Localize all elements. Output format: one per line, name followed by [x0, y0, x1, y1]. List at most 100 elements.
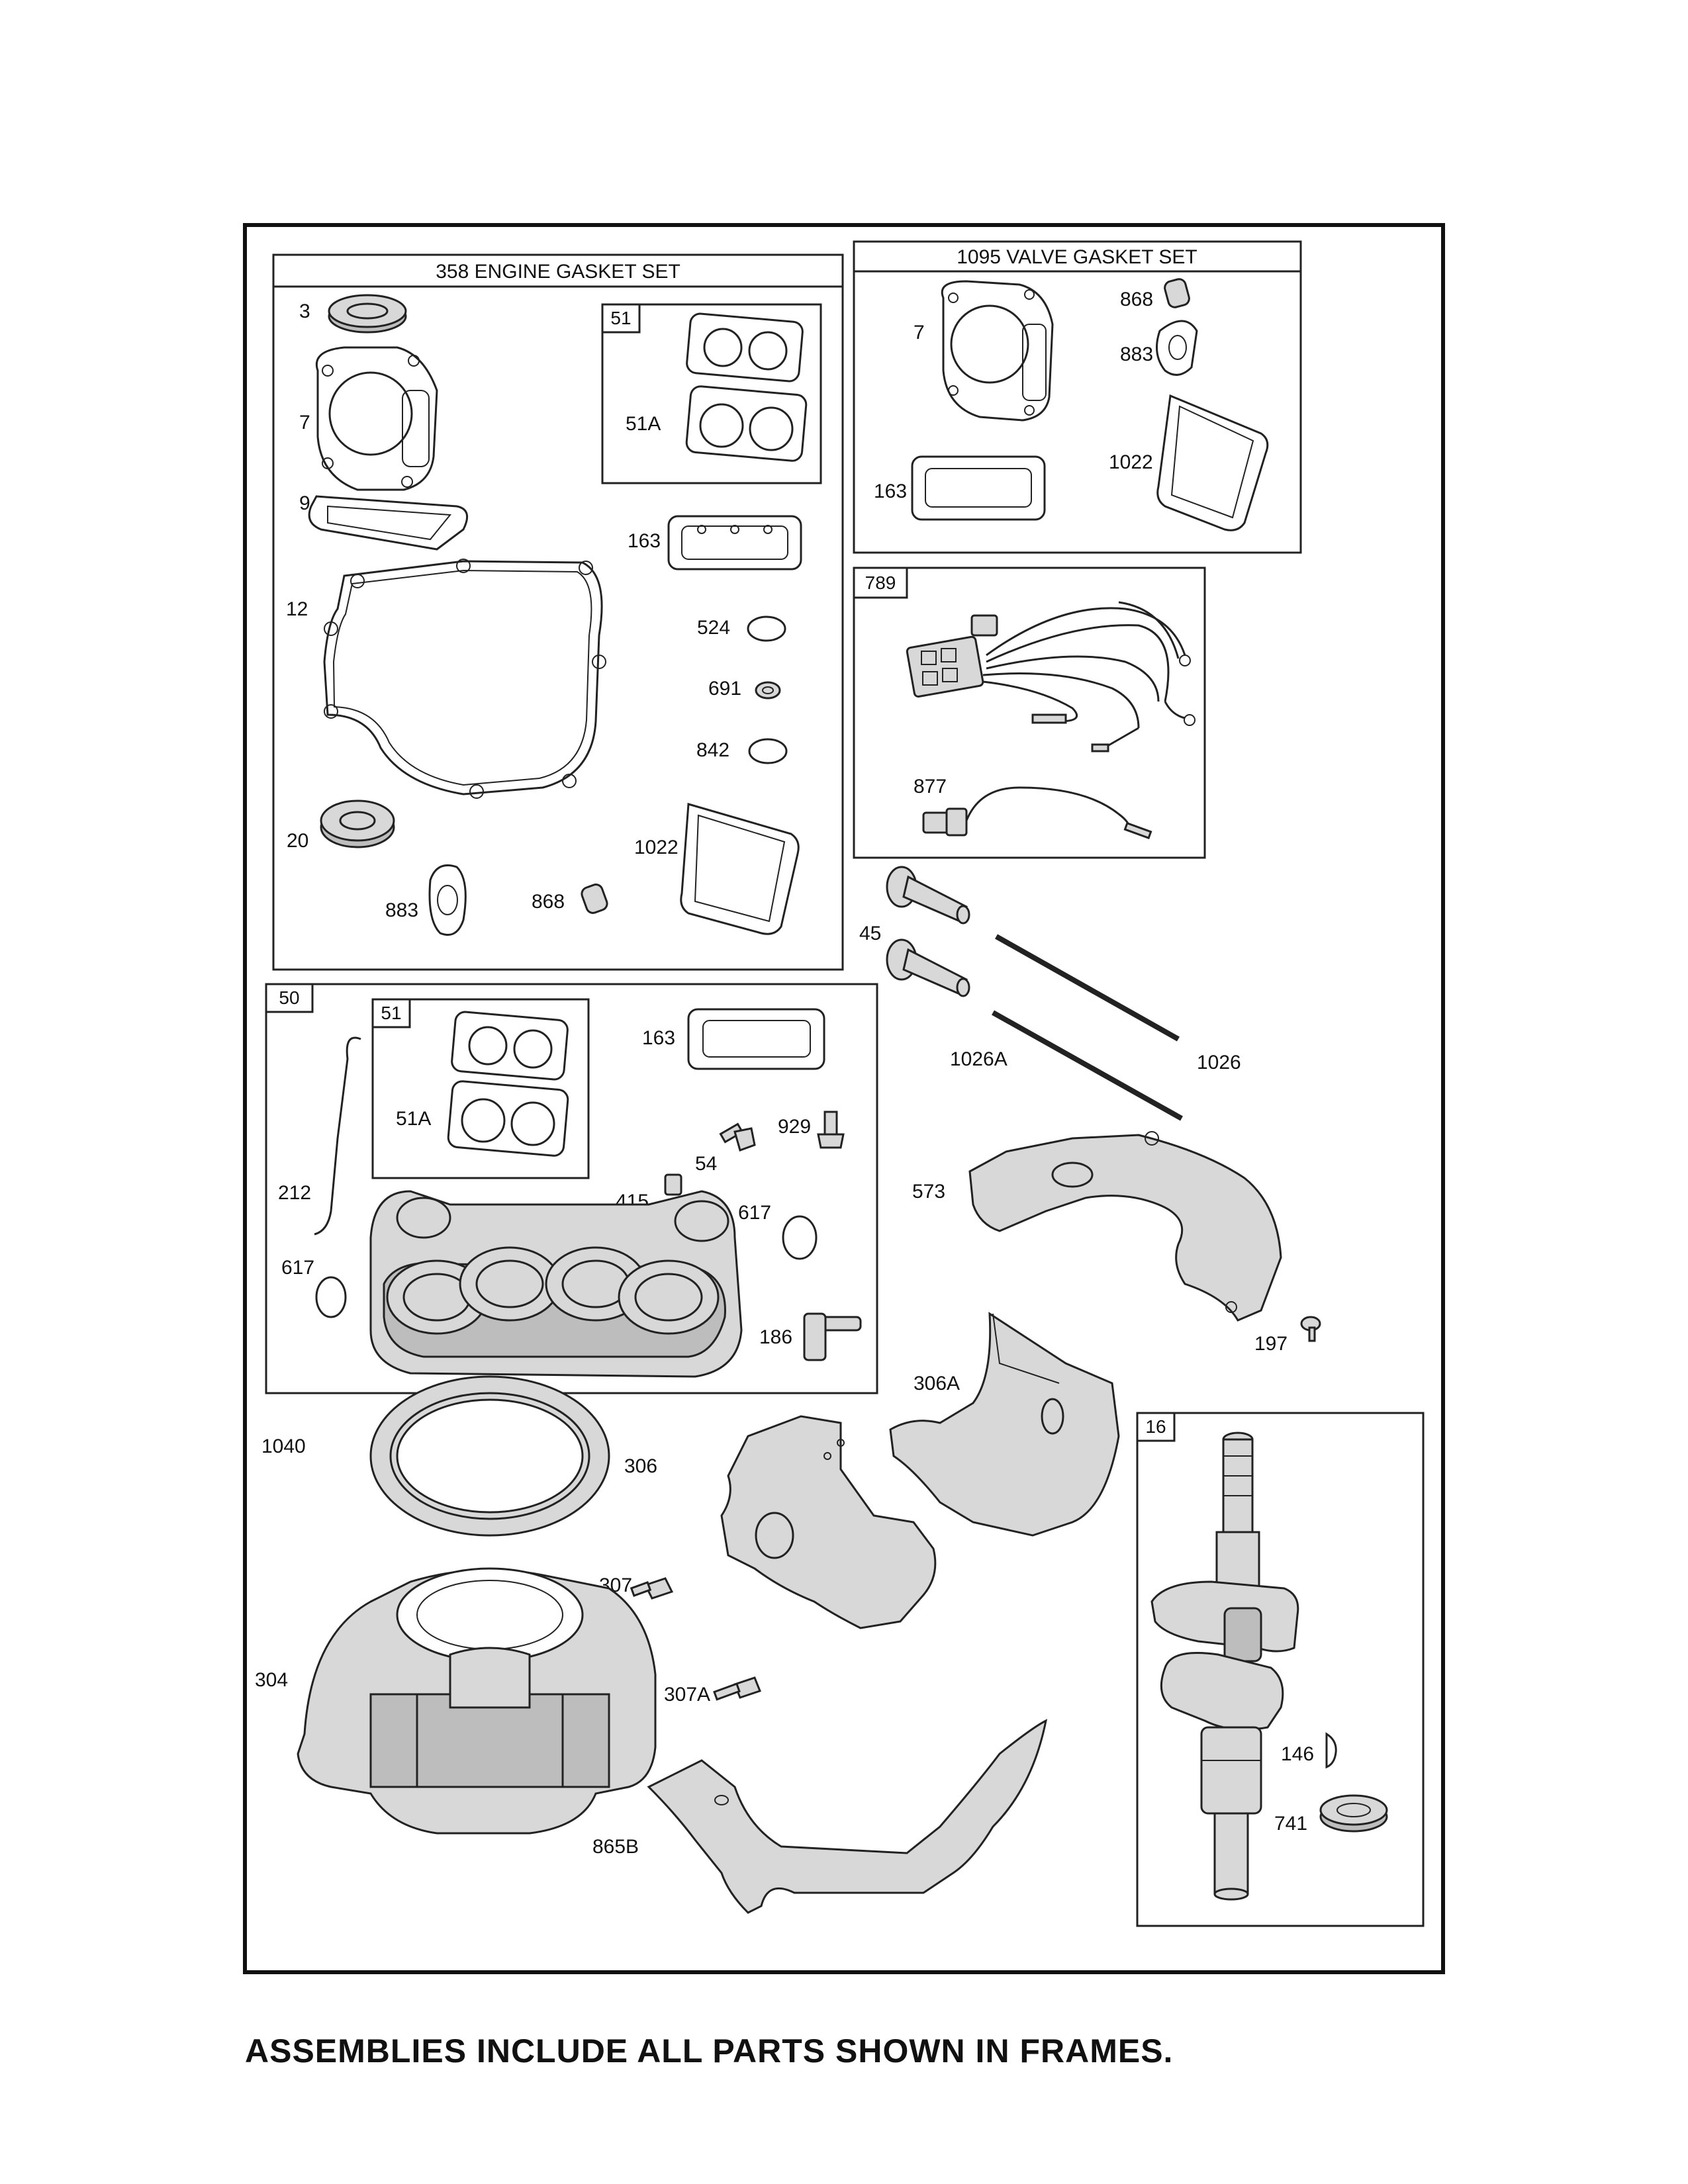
wire-harness-part — [906, 601, 1196, 752]
screw-929 — [817, 1111, 845, 1149]
push-rod-1026A — [992, 1010, 1183, 1121]
part-label-883-left: 883 — [385, 899, 418, 921]
part-label-868-left: 868 — [532, 891, 565, 913]
head-gasket-part — [316, 346, 438, 491]
part-label-212: 212 — [278, 1182, 311, 1204]
screw-307A — [713, 1676, 761, 1701]
part-label-45: 45 — [859, 923, 881, 944]
part-label-868-valve: 868 — [1120, 289, 1153, 310]
part-label-1026A: 1026A — [950, 1048, 1008, 1070]
intake-manifold-frame-50: 50 51 51A 163 929 54 212 — [265, 983, 878, 1394]
valve-cover-gasket-1022-left — [680, 803, 800, 935]
elbow-fitting-186 — [803, 1312, 862, 1361]
plug-868-valve — [1164, 278, 1190, 308]
crankcase-gasket-part — [323, 559, 606, 799]
air-guide-865B — [647, 1719, 1048, 1914]
part-label-51A-bottom: 51A — [396, 1108, 431, 1130]
part-label-842: 842 — [696, 739, 729, 761]
part-label-146: 146 — [1281, 1743, 1314, 1765]
screw-54 — [719, 1122, 756, 1152]
part-label-883-valve: 883 — [1120, 343, 1153, 365]
plug-868-part — [581, 884, 608, 914]
footer-note: ASSEMBLIES INCLUDE ALL PARTS SHOWN IN FR… — [245, 2032, 1174, 2070]
cylinder-baffle-573 — [968, 1131, 1282, 1322]
part-label-307A: 307A — [664, 1684, 710, 1706]
oil-seal-part — [328, 294, 407, 334]
valve-cover-gasket-1022-valve — [1156, 394, 1269, 531]
engine-gasket-set-title: 358 ENGINE GASKET SET — [436, 261, 680, 283]
crankshaft-frame-16: 16 146 741 — [1136, 1412, 1425, 1927]
frame-tag-50: 50 — [279, 987, 299, 1008]
part-label-51A-top: 51A — [626, 413, 661, 435]
part-label-929: 929 — [778, 1116, 811, 1138]
part-label-1022-left: 1022 — [634, 837, 679, 858]
cover-gasket-163-frame50 — [687, 1008, 825, 1070]
frame-tag-16: 16 — [1145, 1416, 1166, 1437]
intake-gasket-frame-51: 51 51A — [601, 303, 822, 484]
part-label-12: 12 — [286, 598, 308, 620]
governor-link-212 — [314, 1036, 361, 1236]
valve-part-lower — [886, 938, 970, 997]
part-label-877: 877 — [914, 776, 947, 797]
part-label-3: 3 — [299, 300, 310, 322]
o-ring-617-right — [782, 1215, 818, 1260]
part-label-9: 9 — [299, 492, 310, 514]
part-label-163-valve: 163 — [874, 480, 907, 502]
intake-gasket-lower-b — [447, 1080, 569, 1157]
blower-housing-304 — [297, 1567, 657, 1835]
wire-lead-877 — [922, 786, 1152, 840]
part-label-163-frame50: 163 — [642, 1027, 675, 1049]
screw-307 — [630, 1577, 674, 1600]
part-label-163-top: 163 — [628, 530, 661, 552]
frame-tag-789: 789 — [865, 572, 896, 593]
engine-gasket-set-frame: 358 ENGINE GASKET SET 3 7 9 — [272, 253, 844, 971]
o-ring-842 — [748, 738, 788, 764]
part-label-197: 197 — [1254, 1333, 1288, 1355]
intake-gasket-upper — [686, 312, 804, 383]
o-ring-524 — [747, 615, 786, 642]
part-label-54: 54 — [695, 1153, 717, 1175]
part-label-186: 186 — [759, 1326, 792, 1348]
intake-manifold-part — [369, 1190, 743, 1378]
gasket-883-valve — [1156, 320, 1198, 376]
blower-housing-ring-1040 — [369, 1375, 610, 1537]
part-label-1040: 1040 — [261, 1435, 306, 1457]
crank-seal-part — [320, 799, 395, 848]
intake-gasket-upper-b — [451, 1011, 569, 1081]
wire-harness-frame-789: 789 877 — [853, 567, 1206, 859]
valve-gasket-set-title: 1095 VALVE GASKET SET — [957, 246, 1197, 268]
part-label-524: 524 — [697, 617, 730, 639]
part-label-617-left: 617 — [281, 1257, 314, 1279]
part-label-691: 691 — [708, 678, 741, 700]
cover-gasket-163 — [667, 515, 802, 570]
cylinder-shield-306A — [889, 1312, 1120, 1537]
part-label-20: 20 — [287, 830, 308, 852]
valve-head-gasket — [941, 280, 1054, 422]
intake-gasket-lower — [685, 385, 808, 462]
intake-gasket-part — [428, 864, 467, 936]
outer-frame — [243, 223, 1445, 1974]
part-label-306A: 306A — [914, 1373, 960, 1394]
part-label-1022-valve: 1022 — [1109, 451, 1153, 473]
frame-tag-51-top: 51 — [610, 308, 631, 328]
valve-gasket-set-frame: 1095 VALVE GASKET SET 7 868 883 1022 163 — [853, 240, 1302, 554]
part-label-573: 573 — [912, 1181, 945, 1203]
part-label-306: 306 — [624, 1455, 657, 1477]
o-ring-617-left — [315, 1276, 347, 1318]
frame-tag-51-bottom: 51 — [381, 1003, 401, 1023]
part-label-7: 7 — [299, 412, 310, 433]
part-label-865B: 865B — [592, 1836, 639, 1858]
part-label-7-valve: 7 — [914, 322, 925, 343]
part-label-741: 741 — [1274, 1813, 1307, 1835]
valve-part-upper — [886, 866, 970, 925]
part-label-304: 304 — [255, 1669, 288, 1691]
crankshaft-part — [1150, 1432, 1299, 1901]
part-label-617-right: 617 — [738, 1202, 771, 1224]
cover-gasket-163-valve — [911, 455, 1046, 521]
screw-197 — [1300, 1316, 1321, 1342]
key-146 — [1325, 1732, 1337, 1769]
push-rod-1026 — [995, 934, 1180, 1042]
cylinder-shield-306 — [720, 1415, 937, 1629]
fitting-415 — [664, 1173, 682, 1196]
seal-691 — [755, 681, 781, 700]
